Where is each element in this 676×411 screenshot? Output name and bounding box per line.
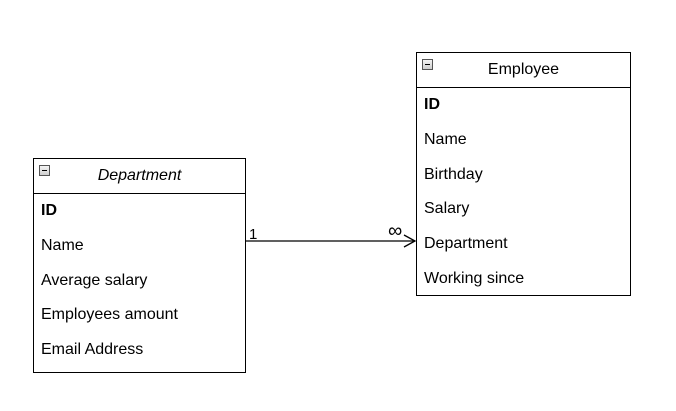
department-attr-name[interactable]: Name [41,236,84,254]
department-title: Department [97,167,182,184]
department-attributes: ID Name Average salary Employees amount … [34,194,245,368]
employee-header[interactable]: Employee [417,53,630,88]
department-header[interactable]: Department [34,159,245,194]
collapse-icon[interactable] [39,165,50,176]
employee-attr-name[interactable]: Name [424,130,467,148]
employee-attr-id[interactable]: ID [424,96,440,113]
department-attr-email-address[interactable]: Email Address [41,341,144,359]
department-entity[interactable]: Department ID Name Average salary Employ… [33,158,246,373]
department-attr-id[interactable]: ID [41,202,57,219]
collapse-icon[interactable] [422,59,433,70]
employee-attr-salary[interactable]: Salary [424,200,470,218]
open-arrow-icon [403,234,417,248]
employee-attributes: ID Name Birthday Salary Department Worki… [417,88,630,297]
employee-title: Employee [487,61,560,78]
target-cardinality-label: ∞ [388,220,403,242]
source-cardinality-label: 1 [249,226,258,243]
employee-attr-working-since[interactable]: Working since [424,269,525,287]
department-attr-average-salary[interactable]: Average salary [41,271,148,289]
department-attr-employees-amount[interactable]: Employees amount [41,306,178,324]
employee-attr-birthday[interactable]: Birthday [424,165,483,183]
employee-attr-department[interactable]: Department [424,235,508,253]
employee-entity[interactable]: Employee ID Name Birthday Salary Departm… [416,52,631,296]
